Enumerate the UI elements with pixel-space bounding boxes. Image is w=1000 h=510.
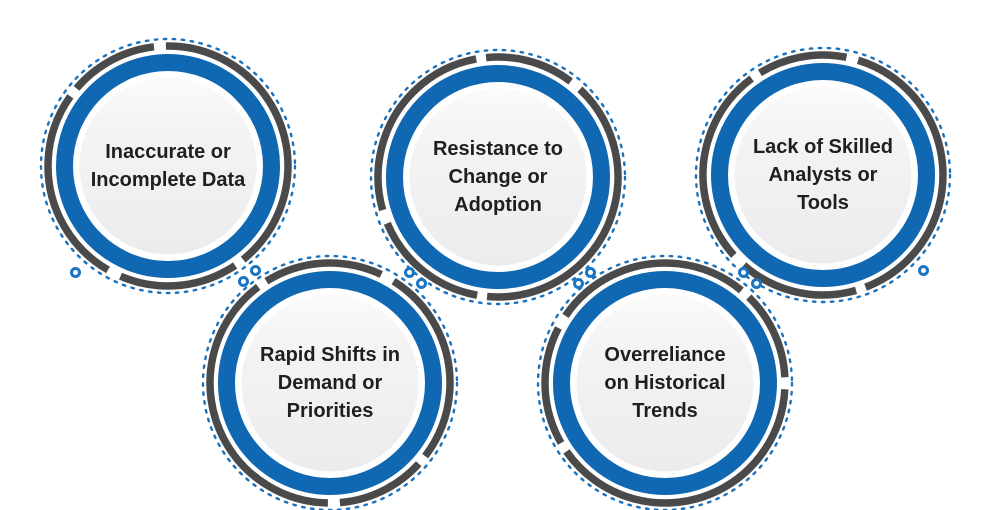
node-label: Rapid Shifts in Demand or Priorities	[260, 344, 400, 422]
node-ring-decoration	[536, 254, 794, 510]
node-label: Lack of Skilled Analysts or Tools	[752, 136, 894, 214]
node-rapid-shifts-demand-priorities: Rapid Shifts in Demand or Priorities	[200, 253, 460, 510]
node-lack-skilled-analysts-tools: Lack of Skilled Analysts or Tools	[693, 45, 953, 305]
connector-dot-icon	[249, 264, 261, 276]
node-label: Overreliance on Historical Trends	[604, 344, 726, 422]
connector-dot-icon	[917, 264, 929, 276]
connector-dot-icon	[572, 277, 584, 289]
node-inaccurate-incomplete-data: Inaccurate or Incomplete Data	[38, 36, 298, 296]
node-ring-decoration	[369, 48, 627, 306]
node-ring-decoration	[201, 254, 459, 510]
node-label: Resistance to Change or Adoption	[432, 138, 564, 216]
connector-dot-icon	[403, 266, 415, 278]
node-ring-decoration	[694, 46, 952, 304]
node-overreliance-historical-trends: Overreliance on Historical Trends	[535, 253, 795, 510]
connector-dot-icon	[750, 277, 762, 289]
connector-dot-icon	[69, 266, 81, 278]
connector-dot-icon	[415, 277, 427, 289]
node-label: Inaccurate or Incomplete Data	[90, 141, 246, 191]
connector-dot-icon	[584, 266, 596, 278]
connector-dot-icon	[737, 266, 749, 278]
node-ring-decoration	[39, 37, 297, 295]
node-resistance-change-adoption: Resistance to Change or Adoption	[368, 47, 628, 307]
connector-dot-icon	[237, 275, 249, 287]
